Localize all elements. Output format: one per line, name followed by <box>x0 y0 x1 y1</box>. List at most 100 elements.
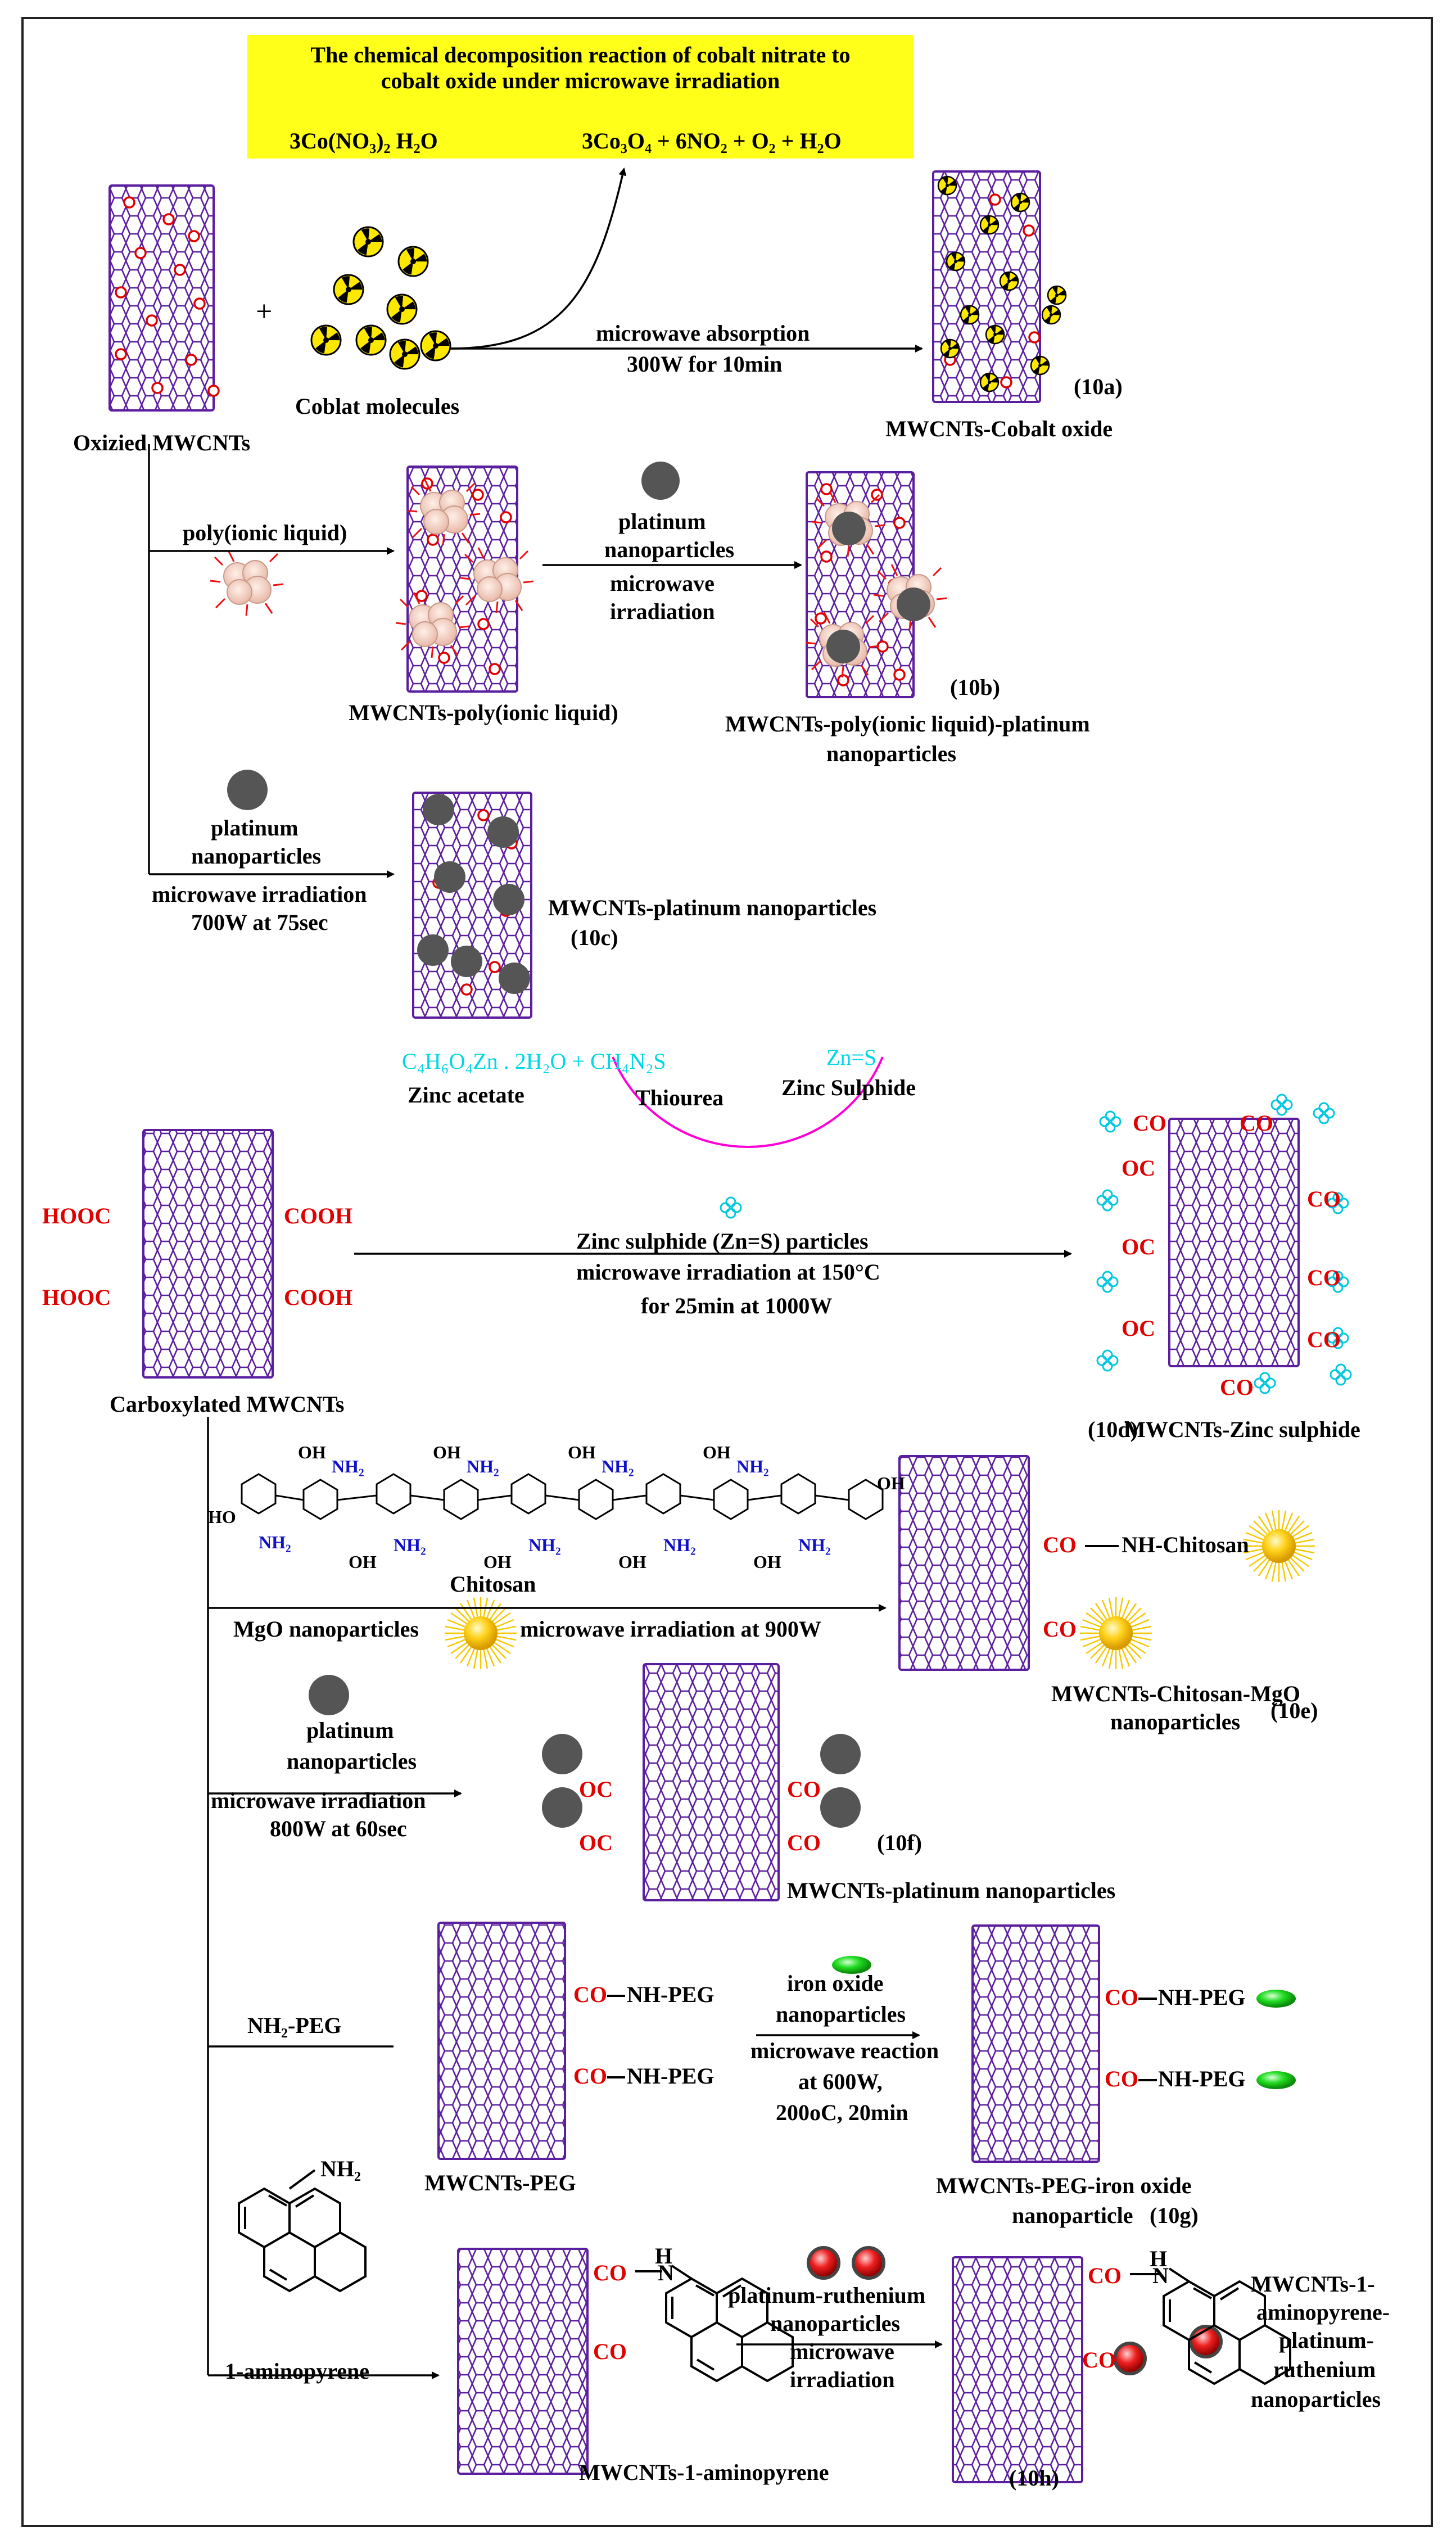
peg-nh-2: NH-PEG <box>627 2063 715 2089</box>
ptru-line4: irradiation <box>790 2367 895 2392</box>
platinum-nanoparticle <box>826 630 860 663</box>
oxygen-atom <box>123 196 135 209</box>
ptru-product-3: platinum- <box>1279 2328 1374 2353</box>
platinum-nanoparticle <box>820 1734 861 1774</box>
pyrene-nh2: NH₂ <box>320 2156 361 2181</box>
peg-mwcnt <box>437 1922 566 2160</box>
chitosan-label: Chitosan <box>450 1571 536 1597</box>
id-10c: (10c) <box>571 925 618 950</box>
ptru-product-5: nanoparticles <box>1251 2387 1381 2412</box>
zns-product-label: MWCNTs-Zinc sulphide <box>1124 1417 1360 1442</box>
platinum-nanoparticle <box>487 816 519 848</box>
zns-cc-top: CO <box>1240 1110 1273 1136</box>
chitosan-nh2-5: NH₂ <box>259 1532 291 1552</box>
chitosan-nh2-1: NH₂ <box>332 1456 364 1476</box>
chitosan-oh-8: OH <box>753 1552 781 1572</box>
pt2-line4: 700W at 75sec <box>191 910 328 935</box>
peg-co-2: CO <box>573 2063 607 2089</box>
peg-co-1: CO <box>573 1982 607 2007</box>
oxygen-atom <box>415 590 428 602</box>
pil-pt-label-1: MWCNTs-poly(ionic liquid)-platinum <box>725 711 1090 736</box>
platinum-nanoparticle <box>417 934 449 966</box>
banner-title-1: The chemical decomposition reaction of c… <box>310 42 851 67</box>
oxygen-atom <box>893 517 906 529</box>
zns-co-r1: CO <box>1307 1186 1341 1212</box>
pt-arrow-line1: platinum <box>618 509 706 534</box>
pt3-oc-1: OC <box>579 1777 613 1802</box>
platinum-nanoparticle <box>542 1787 582 1828</box>
oxygen-atom <box>871 489 883 501</box>
iron-line3: microwave reaction <box>750 2038 939 2063</box>
zns-co-bottom: CO <box>1220 1375 1254 1400</box>
oxygen-atom <box>837 674 849 686</box>
hooc-1: HOOC <box>42 1203 111 1228</box>
peg-product-1: MWCNTs-PEG-iron oxide <box>936 2173 1192 2198</box>
zns-co-r3: CO <box>1307 1327 1341 1352</box>
ptru-h: H <box>1150 2246 1168 2271</box>
iron-line5: 200oC, 20min <box>776 2100 908 2125</box>
oxidized-mwcnts-label: Oxizied MWCNTs <box>73 430 251 455</box>
ptru-mwcnt <box>952 2256 1083 2483</box>
oxygen-atom <box>207 385 220 397</box>
zns-name: Zinc Sulphide <box>781 1075 916 1100</box>
peg-nh-1: NH-PEG <box>627 1982 715 2007</box>
ptru-line1: platinum-ruthenium <box>728 2283 926 2308</box>
id-10d: (10d) <box>1088 1417 1138 1442</box>
cooh-2: COOH <box>284 1285 353 1310</box>
zns-oc-1: OC <box>1122 1155 1155 1181</box>
oxygen-atom <box>134 247 147 259</box>
chitosan-product-2: nanoparticles <box>1110 1709 1241 1734</box>
zns-oc-2: OC <box>1122 1234 1155 1259</box>
pil-product-label: MWCNTs-poly(ionic liquid) <box>349 700 618 725</box>
oxygen-atom <box>174 264 186 276</box>
chitosan-oh-5: OH <box>349 1552 377 1572</box>
oxygen-atom <box>815 612 827 625</box>
peg2-co-2: CO <box>1105 2066 1138 2091</box>
peg-arrow-label: NH₂-PEG <box>247 2013 342 2038</box>
oxygen-atom <box>500 511 512 523</box>
oxygen-atom <box>893 668 906 681</box>
pt-ru-nanoparticle <box>1113 2342 1147 2375</box>
zns-particle <box>1096 1349 1119 1372</box>
pt2-line2: nanoparticles <box>191 843 322 869</box>
iron-oxide-nanoparticle <box>1256 1990 1296 2008</box>
zns-particle <box>1254 1372 1276 1394</box>
equation-reactant: 3Co(NO₃)₂ H₂O <box>290 128 438 153</box>
aminopyrene-attached-1 <box>635 2265 794 2382</box>
zns-particle <box>1313 1102 1335 1124</box>
pt3-mwcnt <box>643 1663 780 1901</box>
oxygen-atom <box>989 193 1001 206</box>
carboxylated-mwcnt <box>142 1129 274 1379</box>
chitosan-nh2-2: NH₂ <box>467 1456 499 1476</box>
oxidized-mwcnt <box>108 184 215 412</box>
cobalt-oxide-particle <box>1046 284 1068 307</box>
iron-line4: at 600W, <box>798 2069 883 2094</box>
pt-arrow-line2: nanoparticles <box>604 537 735 562</box>
aminopyrene-label: MWCNTs-1-aminopyrene <box>579 2460 829 2485</box>
oxygen-atom <box>438 652 450 664</box>
oxygen-atom <box>193 297 206 310</box>
ptru-line2: nanoparticles <box>770 2311 901 2336</box>
platinum-nanoparticle <box>434 861 465 893</box>
chitosan-oh-end: OH <box>877 1473 905 1493</box>
id-10a: (10a) <box>1074 374 1123 399</box>
platinum-nanoparticle <box>897 588 930 621</box>
pil-pt-label-2: nanoparticles <box>826 741 957 766</box>
chitosan-oh-4: OH <box>703 1442 731 1462</box>
zinc-reaction-arc <box>612 1056 884 1148</box>
ptru-co-1: CO <box>1088 2263 1122 2288</box>
oxygen-atom <box>188 230 200 242</box>
aminopyrene-structure <box>238 2169 367 2292</box>
chitosan-nh2-8: NH₂ <box>663 1535 696 1555</box>
oxygen-atom <box>115 286 127 299</box>
pyrene-co-1: CO <box>593 2260 627 2285</box>
nh-chitosan: NH-Chitosan <box>1122 1532 1249 1557</box>
pyrene-arrow-label: 1-aminopyrene <box>225 2358 370 2384</box>
zns-particle <box>1096 1271 1119 1293</box>
platinum-nanoparticle <box>820 1787 861 1828</box>
iron-oxide-reagent <box>832 1956 871 1974</box>
oxygen-atom <box>146 314 158 327</box>
oxygen-atom <box>427 534 439 546</box>
oxygen-atom <box>820 550 833 563</box>
peg-product-2: nanoparticle <box>1012 2203 1133 2228</box>
